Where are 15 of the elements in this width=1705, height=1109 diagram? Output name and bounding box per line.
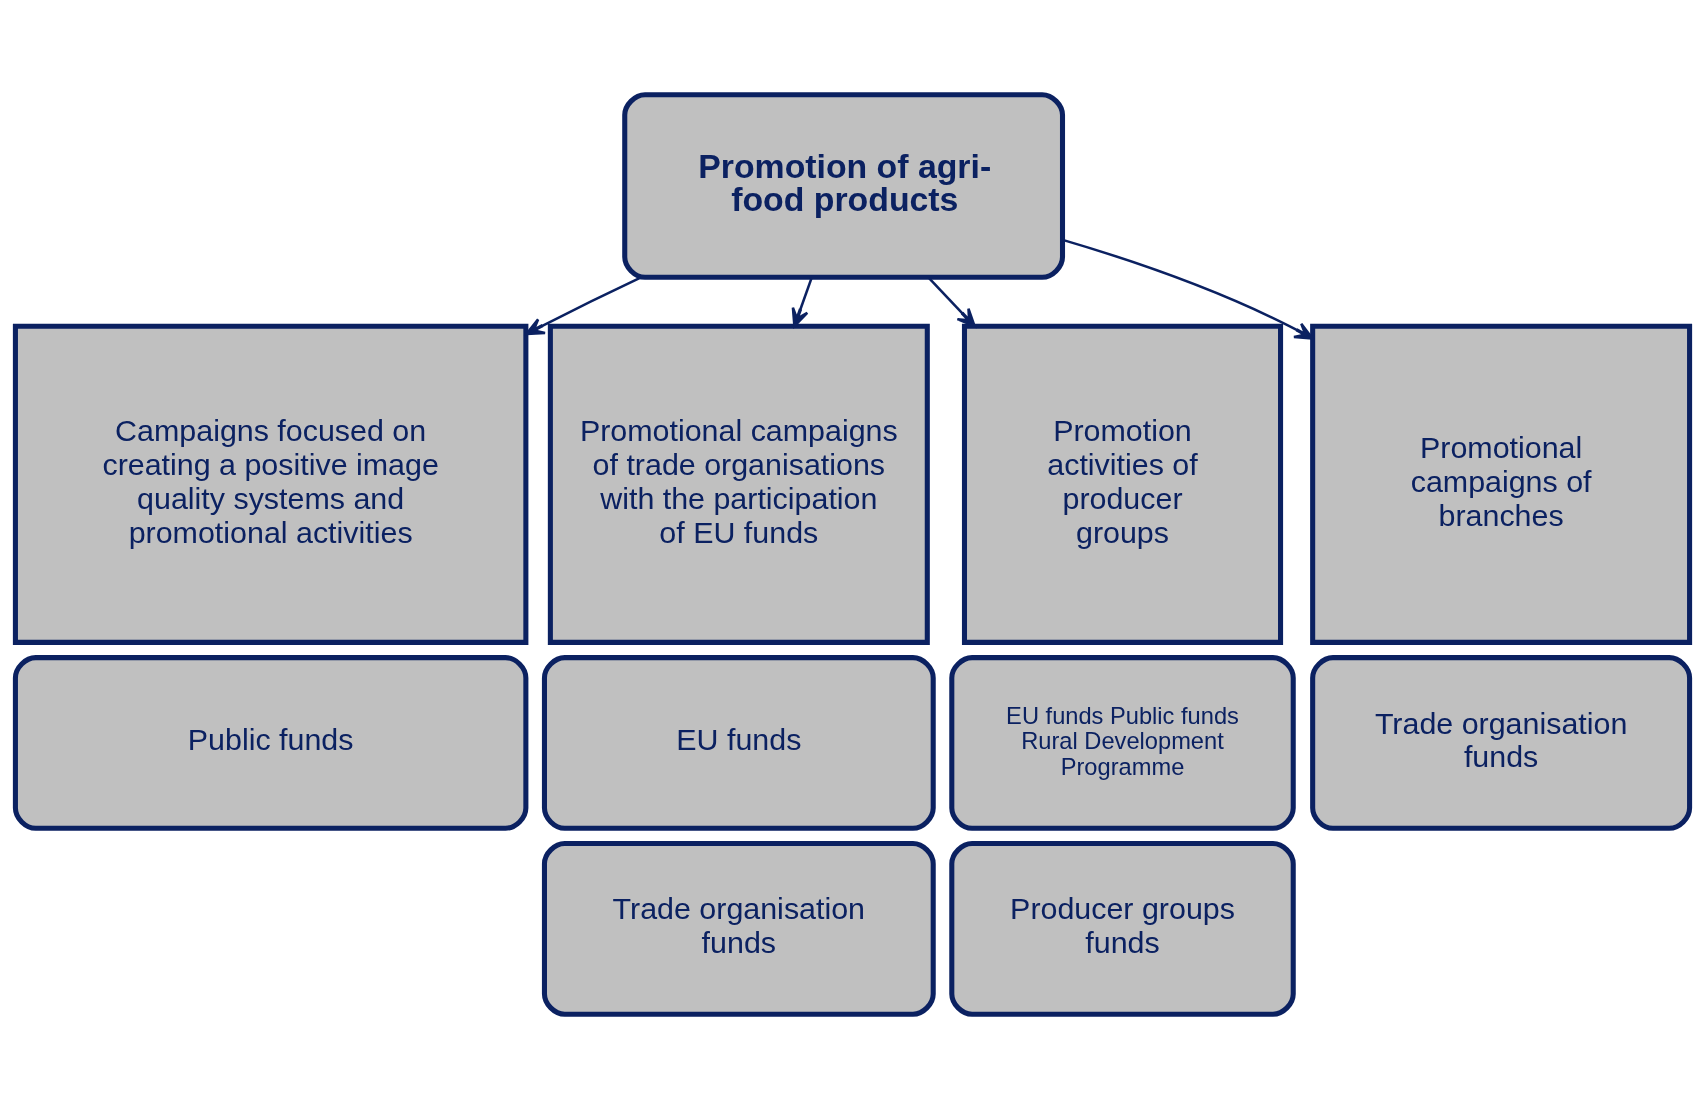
node-box: Promotional campaigns of trade organisations with the participation of EU funds: [547, 323, 930, 645]
node-box: Trade organisation funds: [541, 841, 936, 1017]
node-box: Public funds: [12, 655, 529, 831]
node-box: EU funds: [541, 655, 936, 831]
node-box: Campaigns focused on creating a positive image quality systems and promotional activities: [12, 323, 529, 645]
node-box: Producer groups funds: [949, 841, 1296, 1017]
node-box: Promotion activities of producer groups: [961, 323, 1284, 645]
node-box: EU funds Public funds Rural Development Programme: [949, 655, 1296, 831]
arrow: [525, 276, 642, 336]
node-box: Promotion of agri-food products: [622, 92, 1066, 280]
node-box: Trade organisation funds: [1310, 655, 1693, 831]
arrow: [1062, 238, 1314, 340]
arrow: [791, 277, 813, 328]
node-box: Promotional campaigns of branches: [1310, 323, 1693, 645]
arrow: [927, 276, 976, 328]
